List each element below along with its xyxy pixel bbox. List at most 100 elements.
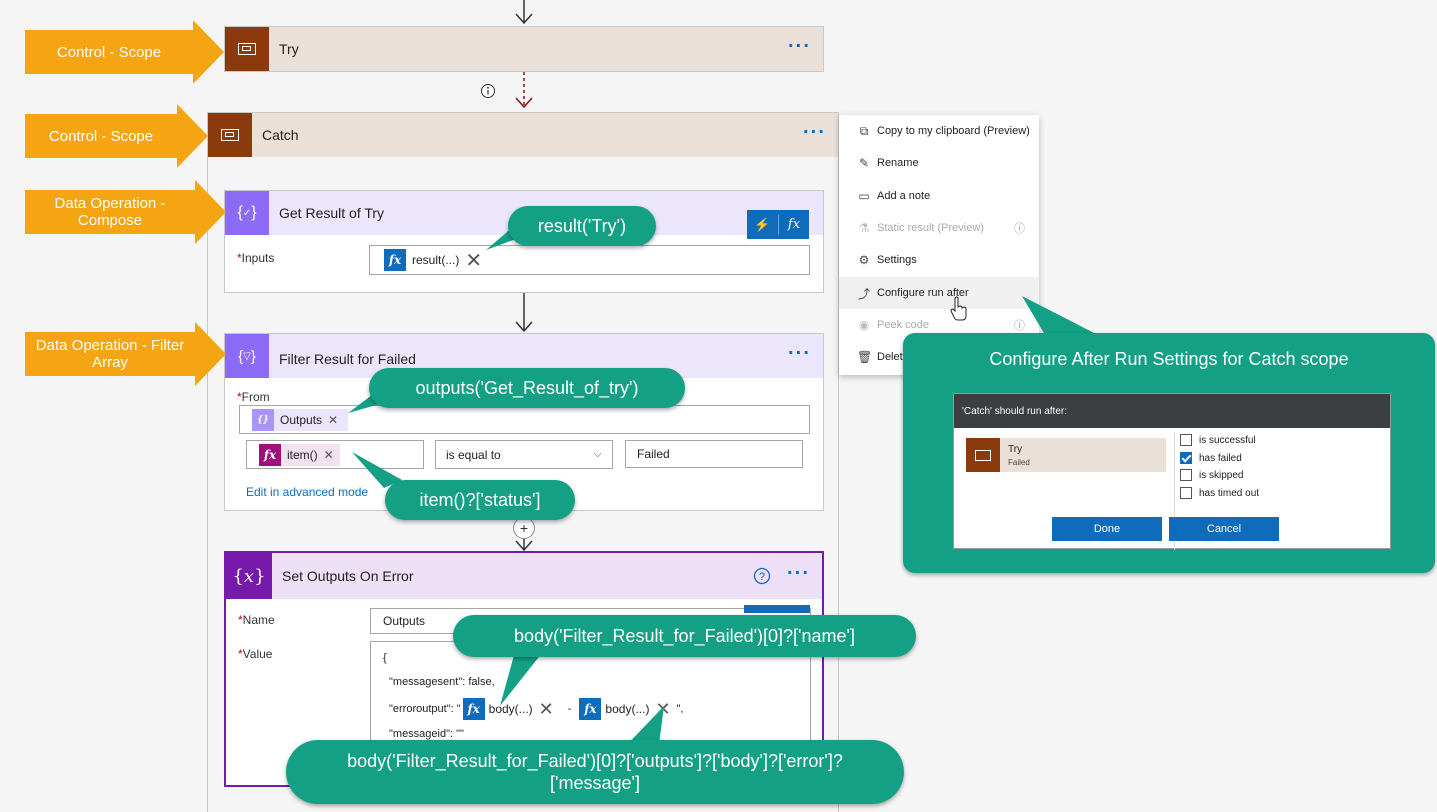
condition-left-field[interactable]: fx item() ✕ — [246, 440, 424, 469]
expression-icon: fx — [579, 698, 602, 720]
gear-icon: ⚙ — [858, 253, 870, 267]
operator-dropdown[interactable]: is equal to ⌵ — [435, 440, 613, 469]
filter-icon: {▽} — [225, 334, 269, 378]
edit-advanced-mode-link[interactable]: Edit in advanced mode — [246, 485, 369, 499]
expression-icon: fx — [462, 698, 485, 720]
copy-icon: ⧉ — [859, 123, 869, 138]
run-after-action-card: Try Failed — [966, 438, 1166, 472]
chevron-down-icon: ⌵ — [593, 448, 602, 460]
run-after-dialog: 'Catch' should run after: Try Failed is … — [953, 393, 1391, 550]
cancel-button[interactable]: Cancel — [1169, 517, 1279, 541]
connector-arrow-top — [515, 0, 533, 25]
hand-cursor-icon — [950, 296, 967, 321]
flask-icon: ⚗ — [858, 221, 870, 235]
expression-icon[interactable]: fx — [787, 217, 801, 232]
compose-icon: {} — [252, 408, 274, 431]
scope-icon — [966, 438, 1000, 472]
expression-icon: fx — [259, 443, 281, 466]
compose-title: Get Result of Try — [279, 205, 385, 221]
checkbox[interactable] — [1180, 434, 1192, 447]
trash-icon: 🗑 — [857, 350, 873, 364]
filter-more-options-button[interactable]: ··· — [788, 342, 811, 365]
panel-pointer — [1022, 296, 1096, 340]
catch-more-options-button[interactable]: ··· — [803, 121, 826, 144]
filter-title: Filter Result for Failed — [279, 351, 416, 367]
context-menu: ⧉Copy to my clipboard (Preview) ✎Rename … — [839, 115, 1039, 375]
run-after-dialog-title: 'Catch' should run after: — [954, 394, 1390, 428]
info-icon[interactable] — [480, 83, 496, 99]
bubble-pointer — [352, 452, 402, 488]
connector-arrow — [515, 293, 533, 333]
catch-scope-title: Catch — [262, 127, 299, 143]
outputs-token[interactable]: {} Outputs ✕ — [252, 408, 349, 431]
info-icon: ⓘ — [1014, 320, 1025, 332]
dynamic-content-buttons[interactable] — [744, 605, 810, 613]
body-token[interactable]: fx body(...) ✕ — [462, 698, 560, 720]
bubble-outputs-compose: outputs('Get_Result_of_try') — [369, 368, 685, 408]
name-label: *Name — [238, 613, 275, 627]
variable-icon: {x} — [226, 553, 272, 599]
checkbox[interactable] — [1180, 486, 1192, 499]
inputs-field[interactable]: fx result(...) ✕ — [369, 245, 810, 275]
bubble-pointer — [500, 648, 546, 706]
bubble-body-name: body('Filter_Result_for_Failed')[0]?['na… — [453, 615, 916, 657]
run-after-options: is successful has failed is skipped has … — [1180, 432, 1259, 502]
try-more-options-button[interactable]: ··· — [788, 35, 811, 58]
dynamic-content-icon[interactable]: ⚡ — [754, 216, 771, 232]
menu-item-rename[interactable]: ✎Rename — [858, 156, 919, 170]
value-line: { — [383, 652, 387, 664]
checkbox-checked[interactable] — [1180, 451, 1192, 464]
set-variable-title: Set Outputs On Error — [282, 568, 414, 584]
info-icon: ⓘ — [1014, 223, 1025, 235]
option-has-timed-out[interactable]: has timed out — [1180, 485, 1259, 503]
scope-icon — [208, 113, 252, 157]
item-token[interactable]: fx item() ✕ — [259, 443, 340, 466]
value-line: "erroroutput": " fx body(...) ✕ - fx bod… — [389, 698, 684, 720]
from-field[interactable]: {} Outputs ✕ — [239, 405, 810, 434]
add-step-icon[interactable]: + — [513, 517, 535, 539]
pencil-icon: ✎ — [858, 156, 870, 170]
help-icon[interactable]: ? — [753, 567, 771, 585]
svg-text:?: ? — [759, 571, 765, 583]
operator-value: is equal to — [446, 447, 501, 462]
remove-token-icon[interactable]: ✕ — [465, 249, 483, 272]
compose-action-card[interactable]: {✓} Get Result of Try ⚡ fx *Inputs fx re… — [224, 190, 824, 293]
value-line: "messagesent": false, — [389, 676, 495, 688]
try-scope-title: Try — [279, 41, 299, 57]
body-token[interactable]: fx body(...) ✕ — [579, 698, 676, 720]
scope-icon — [225, 27, 269, 71]
checkbox[interactable] — [1180, 469, 1192, 482]
bubble-item-status: item()?['status'] — [385, 480, 575, 520]
remove-token-icon[interactable]: ✕ — [538, 698, 554, 719]
remove-token-icon[interactable]: ✕ — [323, 447, 334, 462]
dynamic-content-buttons[interactable]: ⚡ fx — [747, 210, 809, 239]
set-variable-more-options-button[interactable]: ··· — [787, 562, 810, 585]
menu-item-static-result: ⚗Static result (Preview)ⓘ — [858, 221, 1025, 235]
from-label: *From — [237, 390, 270, 404]
option-has-failed[interactable]: has failed — [1180, 450, 1259, 468]
run-after-action-status: Failed — [1008, 457, 1030, 467]
bubble-body-error: body('Filter_Result_for_Failed')[0]?['ou… — [286, 740, 904, 804]
remove-token-icon[interactable]: ✕ — [328, 412, 339, 427]
try-scope-card[interactable]: Try ··· — [224, 26, 824, 72]
option-is-successful[interactable]: is successful — [1180, 432, 1259, 450]
menu-item-settings[interactable]: ⚙Settings — [858, 253, 917, 267]
menu-item-configure-run-after[interactable]: ⤴Configure run after — [839, 277, 1039, 309]
run-after-action-name: Try — [1008, 443, 1023, 455]
note-icon: ▭ — [858, 189, 870, 203]
menu-item-delete[interactable]: 🗑Delete — [857, 350, 909, 364]
menu-item-add-note[interactable]: ▭Add a note — [858, 189, 931, 203]
menu-item-copy[interactable]: ⧉Copy to my clipboard (Preview) — [839, 115, 1039, 147]
result-token[interactable]: fx result(...) ✕ — [384, 249, 488, 272]
option-is-skipped[interactable]: is skipped — [1180, 467, 1259, 485]
condition-right-field[interactable]: Failed — [625, 440, 803, 468]
run-after-heading: Configure After Run Settings for Catch s… — [989, 349, 1349, 369]
bubble-result-try: result('Try') — [508, 206, 656, 246]
compose-icon: {✓} — [225, 191, 269, 235]
done-button[interactable]: Done — [1052, 517, 1162, 541]
run-after-connector — [515, 72, 533, 109]
value-label: *Value — [238, 647, 273, 661]
value-line: "messageid": "" — [389, 728, 464, 740]
run-after-icon: ⤴ — [857, 286, 870, 301]
